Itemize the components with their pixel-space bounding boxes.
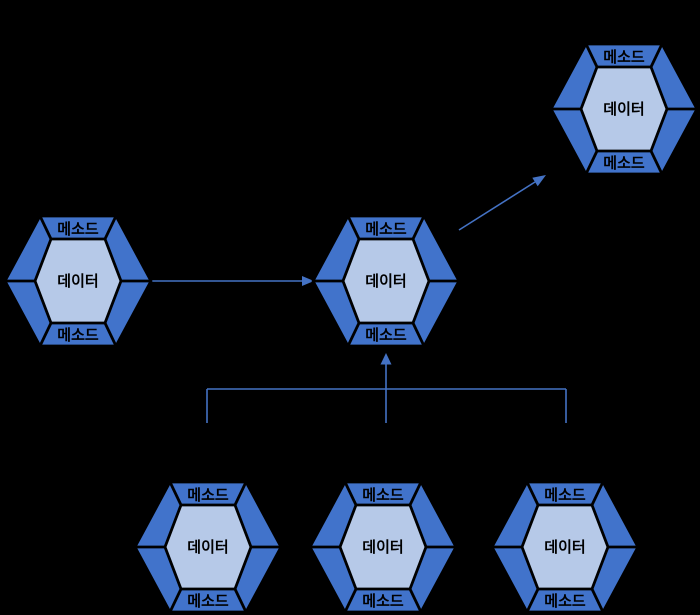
data-label: 데이터 xyxy=(603,101,644,118)
method-bottom-label: 메소드 xyxy=(187,593,229,610)
hexagon-node-top-right[interactable]: 메소드 데이터 메소드 xyxy=(549,42,699,176)
method-top-label: 메소드 xyxy=(544,487,586,504)
hexagon-node-bottom-right[interactable]: 메소드 데이터 메소드 xyxy=(490,480,640,614)
hexagon-seams xyxy=(551,43,697,175)
data-label: 데이터 xyxy=(57,273,98,290)
hexagon-node-left[interactable]: 메소드 데이터 메소드 xyxy=(3,214,153,348)
arrow-left-to-center xyxy=(152,276,314,286)
arrow-center-to-top-right xyxy=(458,175,546,231)
data-label: 데이터 xyxy=(365,273,406,290)
data-label: 데이터 xyxy=(362,539,403,556)
hexagon-seams xyxy=(492,481,638,613)
arrow-center-to-top-right-head xyxy=(532,175,546,187)
arrow-center-to-top-right-line xyxy=(458,181,536,231)
method-bottom-label: 메소드 xyxy=(603,155,645,172)
data-label: 데이터 xyxy=(544,539,585,556)
hexagon-node-bottom-left[interactable]: 메소드 데이터 메소드 xyxy=(133,480,283,614)
method-bottom-label: 메소드 xyxy=(365,327,407,344)
hexagon-seams xyxy=(310,481,456,613)
method-top-label: 메소드 xyxy=(57,221,99,238)
method-top-label: 메소드 xyxy=(365,221,407,238)
arrow-left-to-center-head xyxy=(302,276,314,286)
data-label: 데이터 xyxy=(187,539,228,556)
hexagon-node-center[interactable]: 메소드 데이터 메소드 xyxy=(311,214,461,348)
method-top-label: 메소드 xyxy=(362,487,404,504)
bus-bottom-to-center xyxy=(206,353,567,423)
method-bottom-label: 메소드 xyxy=(57,327,99,344)
method-top-label: 메소드 xyxy=(603,49,645,66)
method-top-label: 메소드 xyxy=(187,487,229,504)
bus-up-arrow-head xyxy=(380,353,392,365)
hexagon-seams xyxy=(5,215,151,347)
method-bottom-label: 메소드 xyxy=(362,593,404,610)
hexagon-seams xyxy=(135,481,281,613)
hexagon-seams xyxy=(313,215,459,347)
method-bottom-label: 메소드 xyxy=(544,593,586,610)
hexagon-node-bottom-center[interactable]: 메소드 데이터 메소드 xyxy=(308,480,458,614)
